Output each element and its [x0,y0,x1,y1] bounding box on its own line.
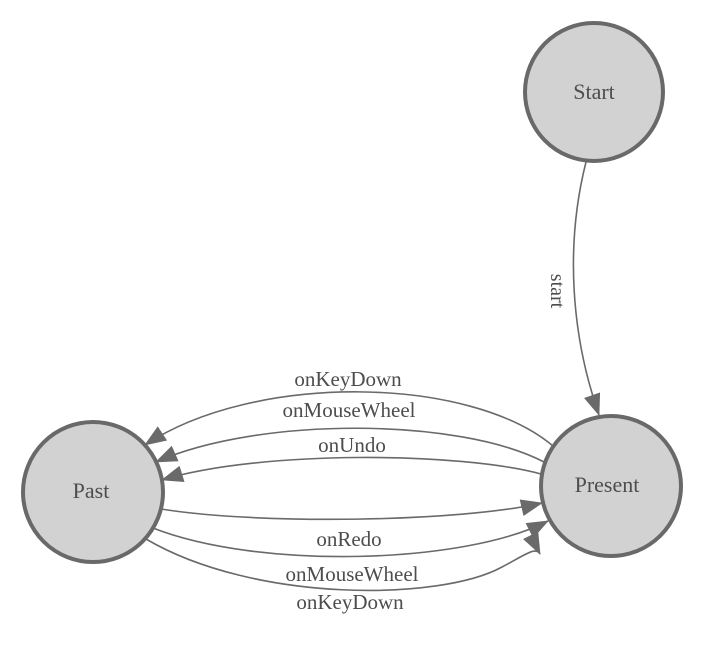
node-present: Present [539,414,683,558]
edge-label-onredo: onRedo [316,527,381,551]
edge-label-onkeydown-bottom: onKeyDown [296,590,404,614]
node-past: Past [21,420,165,564]
edge-past-to-present-onmousewheel: onMouseWheel [152,520,549,586]
edge-present-to-past-onmousewheel: onMouseWheel [155,398,545,463]
edge-past-to-present-onredo-path [160,499,543,521]
node-past-label: Past [73,478,110,503]
node-start-label: Start [573,79,615,104]
edge-past-to-present-onkeydown-path [145,531,541,592]
edge-label-start: start [546,274,568,309]
node-past-circle[interactable] [21,420,165,564]
edge-label-onkeydown-top: onKeyDown [294,367,402,391]
node-start: Start [523,21,665,163]
edge-label-onmousewheel-top: onMouseWheel [283,398,416,422]
edge-past-to-present-onkeydown: onKeyDown [145,531,541,614]
edge-label-onmousewheel-bottom: onMouseWheel [286,562,419,586]
edge-present-to-past-onundo-path [161,456,542,482]
edge-present-to-past-onundo: onUndo [161,433,542,482]
edge-present-to-past-onkeydown: onKeyDown [144,367,554,447]
node-present-label: Present [575,472,640,497]
edge-start-to-present-path [572,161,601,416]
node-start-circle[interactable] [523,21,665,163]
edge-present-to-past-onmousewheel-path [155,427,545,463]
node-present-circle[interactable] [539,414,683,558]
edge-past-to-present-onredo: onRedo [160,499,543,551]
edge-label-onundo: onUndo [318,433,386,457]
edge-past-to-present-onmousewheel-path [152,520,549,558]
edge-present-to-past-onkeydown-path [144,391,554,447]
edge-start-to-present: start [546,161,601,416]
